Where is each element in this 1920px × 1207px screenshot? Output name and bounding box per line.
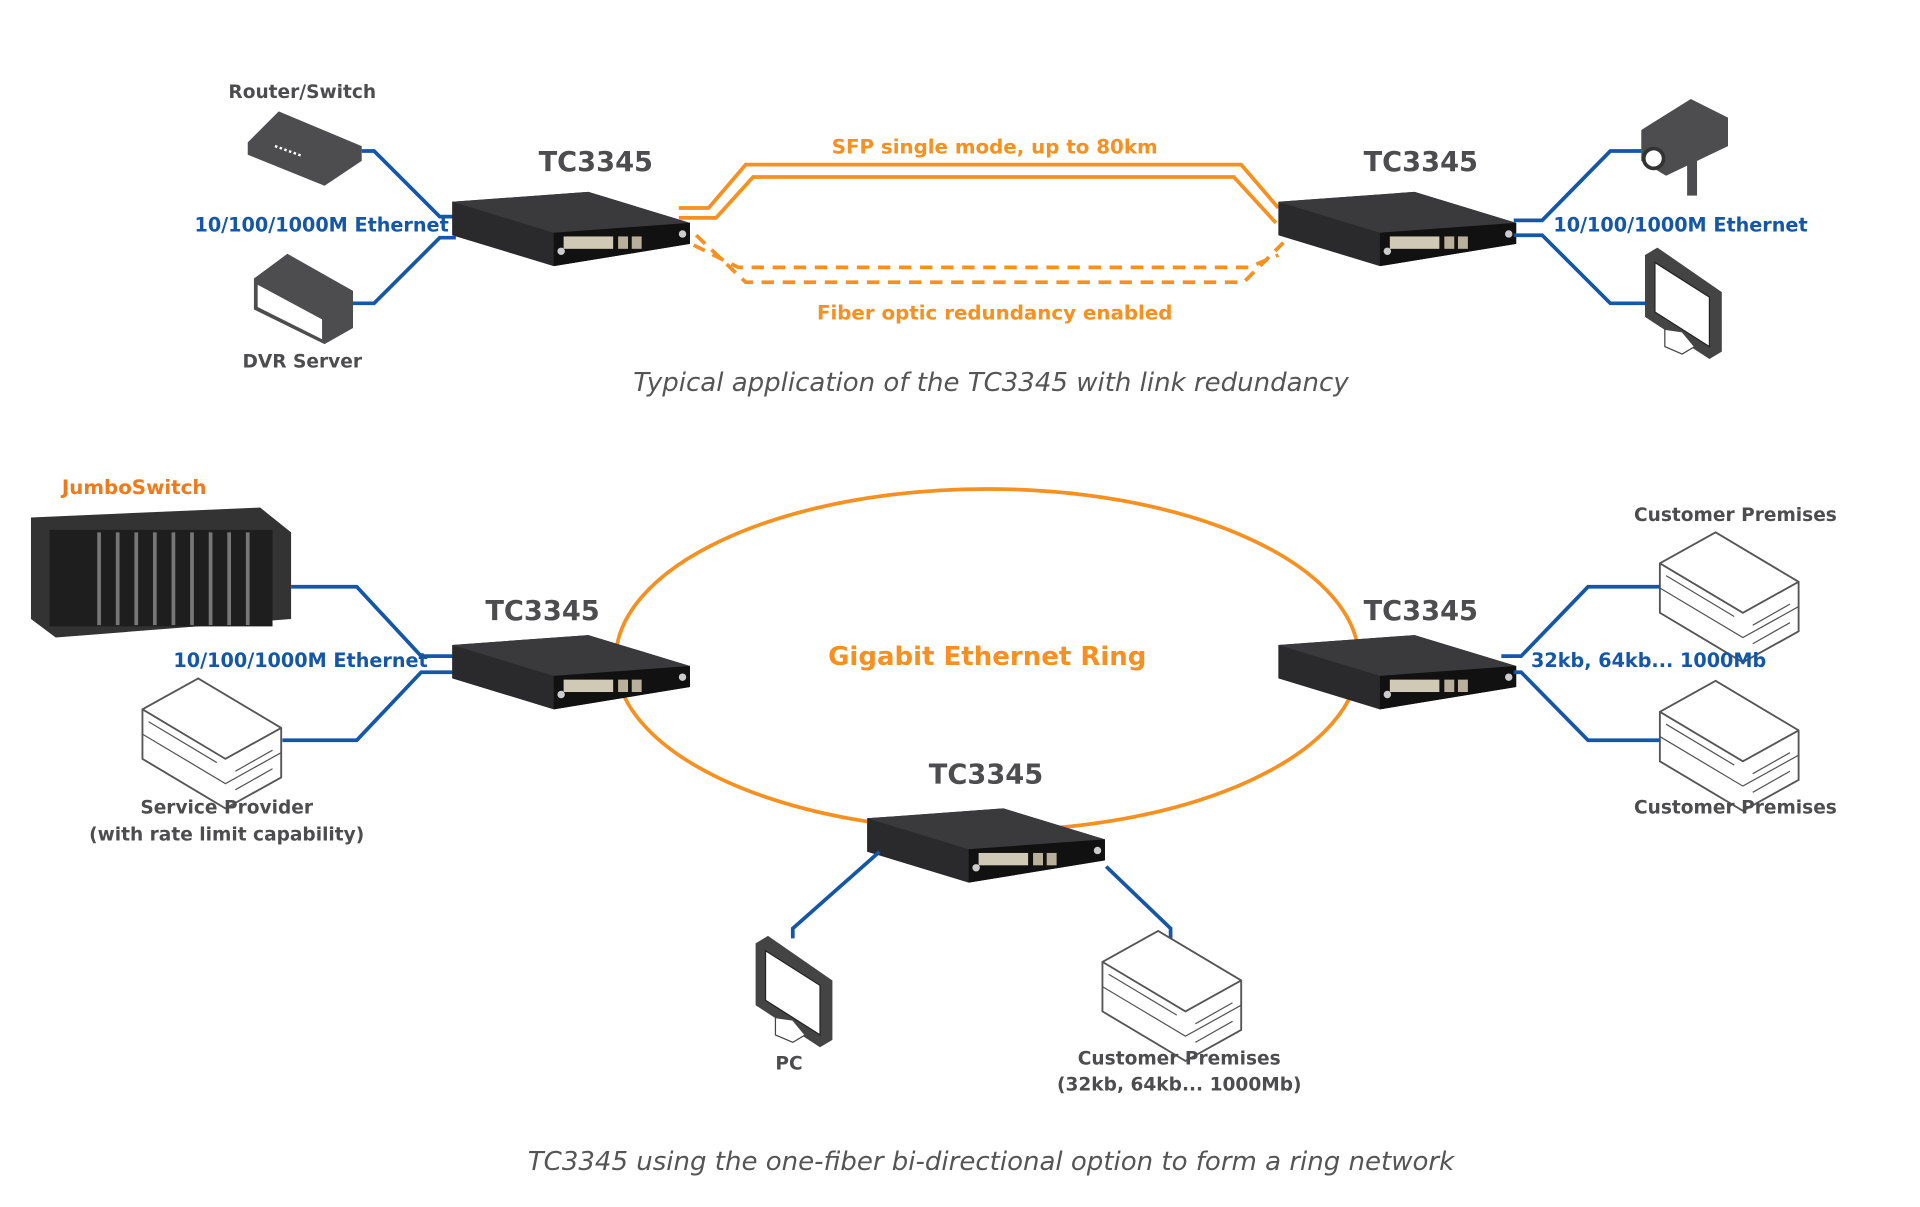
premises-center-label: Customer Premises [1078,1049,1281,1070]
ring-bottom-device [867,808,1105,883]
pc-icon [754,935,834,1048]
premises-top-label: Customer Premises [1634,505,1837,526]
service-provider-note: (with rate limit capability) [89,825,364,846]
pc-label: PC [775,1054,802,1075]
router-switch-label: Router/Switch [228,82,376,103]
redundant-fiber-1 [694,233,1285,285]
service-provider-label: Service Provider [140,797,314,818]
premises-top-building-icon [1658,531,1800,664]
top-caption: Typical application of the TC3345 with l… [633,368,1349,398]
tc3345-left-label: TC3345 [539,147,653,178]
premises-top-link [1501,584,1660,658]
camera-icon [1641,99,1728,196]
sfp-fiber-2 [678,175,1278,225]
sfp-label: SFP single mode, up to 80km [832,136,1158,159]
ring-left-device-label: TC3345 [485,596,599,627]
ring-label: Gigabit Ethernet Ring [828,642,1146,672]
pc-link [790,850,881,939]
premises-center-link [1104,865,1173,939]
tc3345-right-device [1278,191,1517,267]
router-icon [247,111,362,186]
router-link [361,149,456,219]
sfp-fiber-1 [678,162,1280,210]
service-provider-building-icon [141,677,283,810]
tc3345-right-label: TC3345 [1364,147,1478,178]
monitor-icon [1644,246,1723,360]
premises-center-note: (32kb, 64kb... 1000Mb) [1057,1075,1302,1096]
bottom-ethernet-label: 10/100/1000M Ethernet [173,649,427,672]
jumboswitch-logo: JumboSwitch [60,476,207,499]
premises-bottom-label: Customer Premises [1634,797,1837,818]
ring-right-device-label: TC3345 [1364,596,1478,627]
redundant-fiber-2 [692,243,1280,270]
bottom-caption: TC3345 using the one-fiber bi-directiona… [528,1147,1455,1177]
chassis-link [291,584,456,658]
dvr-link [353,235,456,306]
rate-label: 32kb, 64kb... 1000Mb [1531,649,1766,672]
ring-bottom-device-label: TC3345 [929,760,1043,791]
service-provider-link [282,670,456,743]
jumboswitch-chassis [30,507,292,638]
dvr-server-icon [253,253,354,345]
premises-bottom-building-icon [1658,679,1800,812]
redundancy-label: Fiber optic redundancy enabled [817,301,1172,324]
ring-right-device [1278,635,1517,710]
premises-bottom-link [1513,670,1660,743]
premises-center-building-icon [1101,930,1243,1062]
tc3345-left-device [452,191,690,267]
camera-link [1513,149,1642,223]
dvr-server-label: DVR Server [242,352,362,373]
monitor-link [1513,233,1646,306]
left-ethernet-label: 10/100/1000M Ethernet [194,214,448,237]
right-ethernet-label: 10/100/1000M Ethernet [1553,214,1807,237]
ring-left-device [452,635,690,710]
